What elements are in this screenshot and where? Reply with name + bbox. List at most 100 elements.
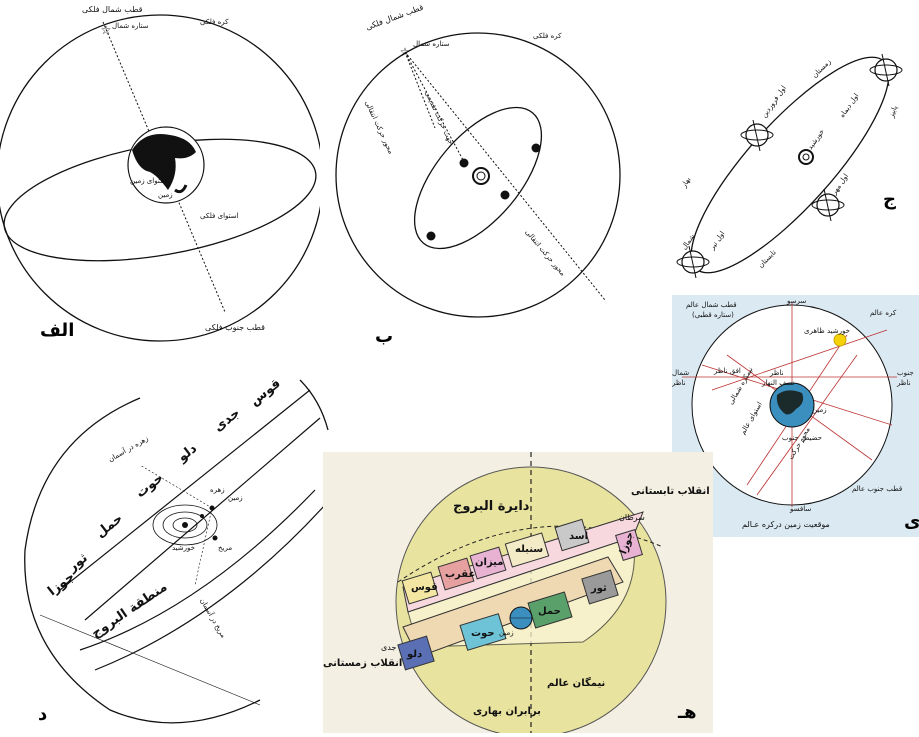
sign-label-qaws: قوس: [411, 582, 438, 593]
label-winter-solstice: انقلاب زمستانی: [323, 658, 402, 669]
diagram-alef: ☆ قطب شمال فلکی ستاره شمال کره فلکی استو…: [0, 5, 324, 342]
label-north-horizon: شمال: [672, 369, 689, 377]
label-meridian: نصف النهار: [761, 379, 794, 387]
orbit-axis-line: [404, 51, 606, 301]
label-north: شمال: [680, 232, 696, 251]
label-polaris: ستاره شمال: [413, 40, 450, 48]
sign-cell-jawza: [615, 529, 643, 561]
label-south-pole: قطب جنوب عالم: [852, 485, 902, 493]
zodiac-sign-3: دلو: [174, 441, 200, 466]
label-sphere: کره عالم: [870, 309, 897, 317]
diagram-be: ☆ قطب شمال فلکی ستاره شمال کره فلکی جهت …: [335, 3, 621, 347]
earth-position-1: [531, 143, 541, 153]
label-celestial-equator: استوای فلکی: [200, 212, 239, 220]
label-venus: زهره: [210, 486, 225, 494]
label-nadir: سافسو: [789, 505, 811, 513]
panel-he: اسد سنبله میزان عقرب قوس دلو حوت حمل ثور…: [323, 452, 713, 737]
apparent-sun-icon: [833, 333, 847, 347]
label-orbit-axis: محور حرکت انتقالی: [523, 228, 566, 278]
label-polaris-note: (ستاره قطبی): [692, 311, 734, 319]
panel-tag-be: ب: [375, 326, 393, 345]
panel-ye: سرسو قطب شمال عالم (ستاره قطبی) کره عالم…: [671, 295, 919, 537]
label-north-horizon-2: ناظر: [672, 379, 686, 387]
sign-cell-mizan: [469, 546, 507, 580]
sign-cell-asad: [554, 518, 590, 552]
orbit-middle: [162, 511, 208, 539]
label-capricorn: جدی: [381, 643, 396, 652]
zodiac-sign-4: حوت: [133, 470, 166, 501]
sign-label-thawr: ثور: [590, 583, 607, 594]
panel-tag-dal: د: [38, 704, 47, 725]
earth-position-2: [459, 158, 469, 168]
orbit-outer: [152, 504, 218, 546]
label-farvardin: اول فروردین: [760, 84, 788, 119]
label-apparent-sun: خورشید ظاهری: [804, 327, 850, 335]
sphere-outline: [24, 397, 261, 724]
label-zenith: سرسو: [786, 297, 806, 305]
sign-cell-thawr: [581, 569, 619, 605]
orbit-inner: [172, 517, 198, 533]
sign-label-mizan: میزان: [475, 557, 503, 568]
polaris-star-icon: ☆: [400, 45, 411, 59]
diagram-he: اسد سنبله میزان عقرب قوس دلو حوت حمل ثور…: [323, 452, 710, 737]
zodiac-sign-5: حمل: [93, 511, 126, 541]
earth-continent-shape: [776, 390, 804, 415]
label-autumn: پاییز: [887, 105, 899, 120]
sign-label-dalv: دلو: [406, 649, 422, 660]
label-earth: زمین: [158, 191, 173, 199]
label-polaris: ستاره شمال: [112, 22, 149, 30]
label-earth: زمین: [499, 629, 514, 637]
label-ecliptic: دایرة البروج: [453, 499, 530, 514]
earth-position-3: [500, 190, 510, 200]
label-dey: اول دیماه: [838, 92, 860, 119]
sign-cell-qaws: [401, 571, 439, 605]
label-earth: زمین: [228, 494, 243, 502]
caption-ye: موقعیت زمین درکره عـالم: [742, 520, 830, 529]
earth-dey-icon: [869, 53, 903, 87]
panel-be: ☆ قطب شمال فلکی ستاره شمال کره فلکی جهت …: [325, 0, 655, 347]
label-south-pole: قطب جنوب فلکی: [205, 323, 265, 332]
label-winter: زمستان: [811, 58, 833, 80]
label-equinox: برابران بهاری: [473, 706, 541, 717]
diagram-jim: زمستان پاییز بهار تابستان اول فروردین او…: [676, 53, 903, 279]
panel-tag-jim: ج: [883, 189, 896, 210]
sign-cell-sonbole: [504, 532, 550, 568]
label-north-pole: قطب شمال فلکی: [365, 3, 425, 32]
earth-tir-icon: [676, 245, 710, 279]
label-cancer: سرطان: [619, 513, 645, 522]
sign-cell-aqrab: [437, 557, 475, 591]
label-hemisphere: نیمگان عالم: [547, 676, 605, 689]
label-sun: خورشید: [172, 544, 195, 552]
zodiac-sign-2: جدی: [211, 406, 243, 436]
label-precession-dir: جهت حرکت تقدیمی: [423, 89, 455, 145]
earth-mehr-icon: [811, 188, 845, 222]
sign-cell-hut: [459, 613, 507, 651]
earth-position-4: [426, 231, 436, 241]
label-horizon: افق ناظر: [713, 367, 741, 375]
label-venus-sky: زهره در آسمان: [107, 434, 150, 464]
label-mars: مریخ: [218, 544, 232, 552]
sun-icon: [182, 522, 188, 528]
earth-farvardin-icon: [740, 119, 774, 152]
diagram-dal: قوس جدی دلو حوت حمل ثور جوزا منطقة البرو…: [24, 376, 329, 725]
label-sphere: کره فلکی: [200, 18, 229, 26]
label-sun: خورشید: [806, 128, 826, 151]
label-summer: تابستان: [757, 248, 778, 269]
sign-label-sonbole: سنبله: [515, 544, 543, 555]
label-precession-axis: محور حرکت انتقالی: [363, 99, 395, 155]
diagram-ye: سرسو قطب شمال عالم (ستاره قطبی) کره عالم…: [671, 297, 919, 532]
panel-jim: زمستان پاییز بهار تابستان اول فروردین او…: [665, 40, 919, 295]
orbit-ellipse: [413, 106, 543, 250]
panel-dal: قوس جدی دلو حوت حمل ثور جوزا منطقة البرو…: [0, 370, 330, 733]
sign-label-hut: حوت: [471, 628, 495, 639]
label-north-pole: قطب شمال عالم: [686, 301, 737, 309]
sign-label-haml: حمل: [538, 606, 561, 617]
panel-tag-he: هـ: [677, 702, 697, 723]
label-south-horizon: جنوب: [897, 369, 914, 377]
zodiac-band-top: [59, 389, 311, 591]
earth-continent-shape: [132, 134, 196, 190]
label-summer-solstice: انقلاب تابستانی: [631, 486, 710, 497]
zodiac-sign-1: قوس: [247, 376, 284, 409]
panel-tag-ye: ی: [904, 511, 919, 532]
mars-dot: [212, 535, 218, 541]
